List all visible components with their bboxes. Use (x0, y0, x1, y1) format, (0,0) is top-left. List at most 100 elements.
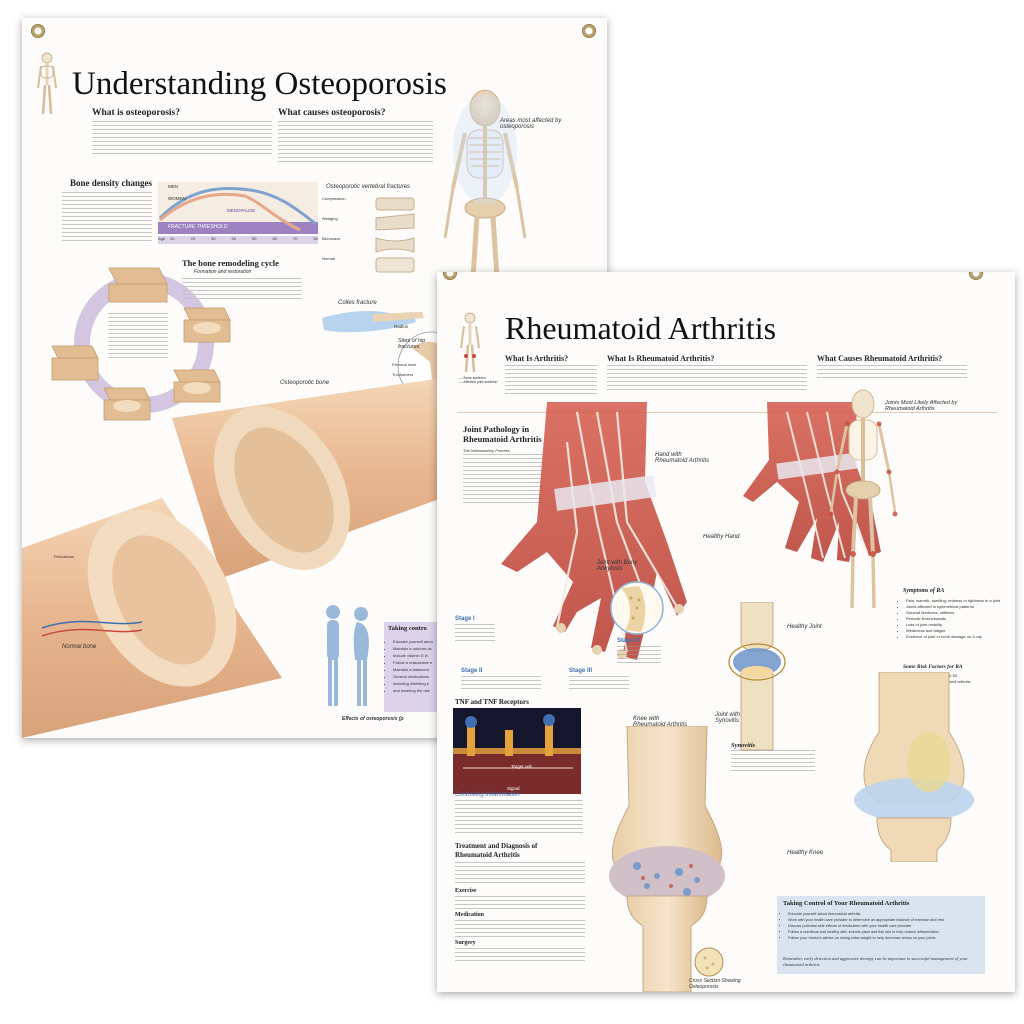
body-text (455, 920, 585, 938)
list-item: Maintain a balanced (393, 666, 433, 673)
knee-illustration (609, 726, 725, 992)
section-heading: Controlling Inflammation (455, 792, 520, 798)
stage-label: Stage III (569, 668, 593, 674)
bone-cross-section-illustration (22, 378, 442, 738)
tick-label: 80 (313, 236, 318, 241)
body-text (461, 676, 541, 692)
section-heading: Some Risk Factors for RA (903, 664, 963, 670)
list-item: Joints affected in symmetrical patterns (906, 604, 1002, 610)
section-heading: Exercise (455, 888, 477, 894)
section-subheading: Formation and restoration (194, 269, 252, 275)
body-text (455, 896, 585, 910)
chart-label: WOMEN (168, 196, 186, 201)
body-text (92, 121, 272, 157)
vertebra-label: Biconcave (322, 236, 341, 241)
list-item: Follow a nutritious and healthy diet; in… (788, 929, 988, 935)
chart-label: FRACTURE THRESHOLD (168, 224, 228, 230)
fig-label: Joint with Synovitis (715, 712, 741, 724)
vertebra-label: Wedging (322, 216, 338, 221)
chart-label: MEN (168, 184, 178, 189)
body-text (731, 750, 815, 774)
skeleton-figure (828, 389, 898, 609)
grommet-icon (443, 272, 457, 280)
tnf-diagram (453, 708, 581, 794)
fig-label: Cross Section Showing Osteoporosis (689, 978, 741, 990)
list-item: Periodic fevers/sweats (906, 616, 1002, 622)
cycle-steps-text (108, 313, 168, 359)
grommet-icon (582, 24, 596, 38)
section-heading: Synovitis (731, 742, 756, 749)
body-text (278, 121, 433, 163)
list-item: Educate yourself about rheumatoid arthri… (788, 911, 988, 917)
fig-label: Periosteum (54, 554, 75, 559)
taking-control-box: Taking Control of Your Rheumatoid Arthri… (777, 896, 985, 974)
stage-label: Stage IV (617, 638, 641, 644)
section-heading: TNF and TNF Receptors (455, 698, 529, 706)
legend-item: — Bone skeleton (459, 376, 486, 380)
tick-label: 40 (231, 236, 236, 241)
body-text (463, 454, 543, 504)
body-text (569, 676, 629, 692)
fig-label: Radius (394, 324, 409, 329)
list-item: Maintain a calcium-ric (393, 645, 433, 652)
fig-label: Joint with Bony Ankylosis (597, 560, 638, 572)
list-item: General tiredness, stiffness (906, 610, 1002, 616)
tick-label: 60 (272, 236, 277, 241)
fig-label: Healthy Joint (787, 624, 822, 630)
body-text (505, 365, 597, 395)
body-text (182, 278, 302, 302)
fig-label: Sites of hip fractures (398, 338, 426, 350)
fig-label: Trochanters (392, 372, 414, 377)
divider (457, 412, 997, 413)
list-item: and lowering the risk (393, 687, 433, 694)
section-heading: Bone density changes (70, 178, 153, 188)
skeleton-icon (37, 52, 57, 115)
list-item: Educate yourself abou (393, 638, 433, 645)
section-heading: Symptoms of RA (903, 588, 945, 594)
body-text (455, 800, 583, 834)
fig-label: Knee with Rheumatoid Arthritis (633, 716, 688, 728)
section-heading: What Is Arthritis? (505, 354, 569, 363)
list-item: Work with your health care provider to d… (788, 917, 988, 923)
list-item: Several medications (393, 673, 433, 680)
posture-silhouettes (326, 605, 369, 706)
list-item: Pain, warmth, swelling, redness or tight… (906, 598, 1002, 604)
stage-label: Stage II (461, 668, 483, 674)
bone-density-chart (158, 182, 318, 244)
list-item: Weakness and fatigue (906, 628, 1002, 634)
tick-label: 10 (170, 236, 175, 241)
box-heading: Taking contro (388, 625, 427, 632)
bony-ankylosis-inset (610, 581, 664, 635)
vertebrae-illustration (375, 197, 415, 273)
vertebra-label: Compression (322, 196, 346, 201)
body-text (455, 624, 495, 642)
grommet-icon (969, 272, 983, 280)
areas-label: Areas most affected by osteoporosis (500, 118, 562, 130)
fig-label: Colles fracture (338, 300, 377, 306)
section-heading: Medication (455, 912, 484, 918)
section-heading: What Causes Rheumatoid Arthritis? (817, 354, 943, 363)
tick-label: 70 (293, 236, 298, 241)
body-text (455, 948, 585, 962)
body-text (455, 862, 585, 886)
vertebra-label: Normal (322, 256, 335, 261)
poster-title: Rheumatoid Arthritis (505, 310, 777, 346)
tick-label: 20 (190, 236, 195, 241)
fig-label: Hand with Rheumatoid Arthritis (655, 452, 710, 464)
rheumatoid-arthritis-poster: — Bone skeleton— Affected joint skeleton… (437, 272, 1015, 992)
fig-label: Healthy Hand (703, 534, 740, 540)
control-list: Educate yourself abouMaintain a calcium-… (386, 638, 433, 694)
healthy-knee-illustration (854, 672, 974, 862)
list-item: Evidence of joint or bone damage on X-ra… (906, 634, 1002, 640)
fig-caption: Effects of osteoporosis (p (342, 716, 404, 722)
symptoms-list: Pain, warmth, swelling, redness or tight… (899, 598, 1002, 640)
legend-item: — Affected joint skeleton (459, 380, 498, 384)
section-subheading: The Inflammatory Process (463, 448, 510, 453)
fig-label: Normal bone (62, 644, 97, 650)
section-heading: Surgery (455, 940, 476, 946)
list-item: Follow your doctor's advice on losing ex… (788, 935, 988, 941)
chart-label: MENOPAUSE (227, 208, 256, 213)
taking-control-box: Taking contro Educate yourself abouMaint… (384, 622, 444, 712)
